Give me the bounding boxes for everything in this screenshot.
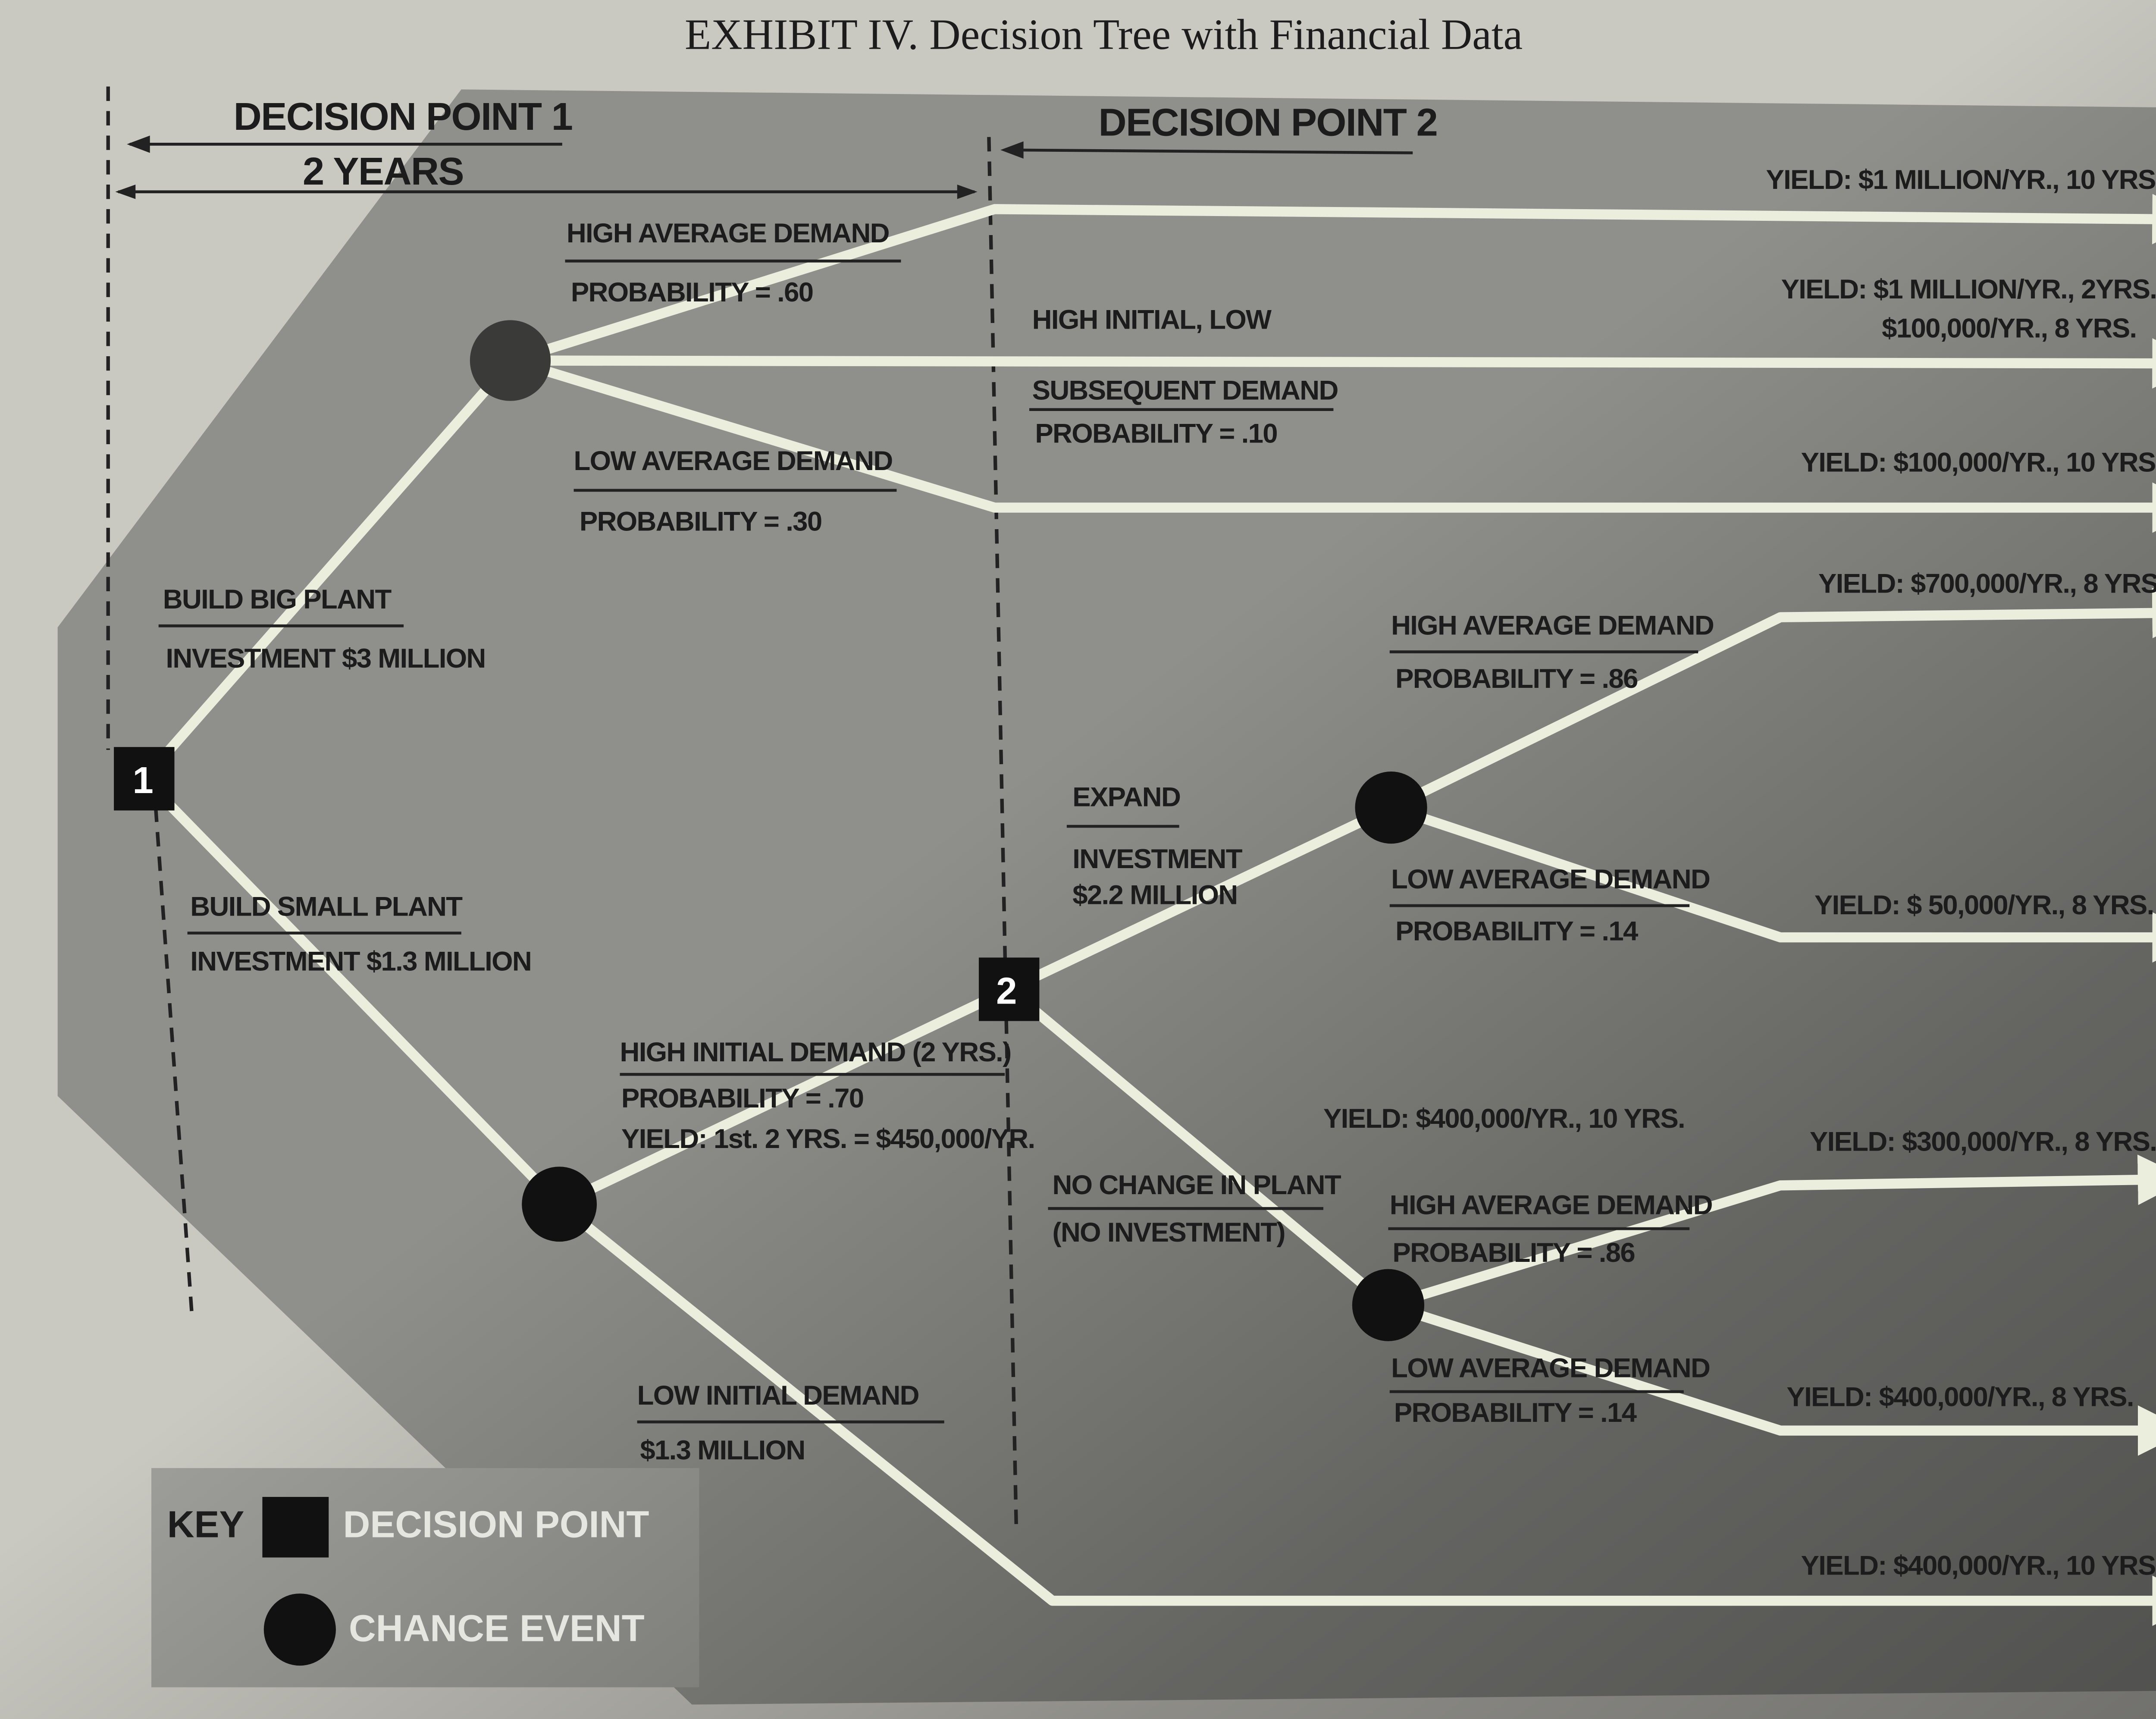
exhibit-title: EXHIBIT IV. Decision Tree with Financial…: [685, 11, 1523, 59]
key-title: KEY: [167, 1504, 244, 1546]
decision-point-2-label: DECISION POINT 2: [1098, 100, 1437, 144]
yield-low-initial: YIELD: $400,000/YR., 10 YRS.: [1801, 1550, 2156, 1581]
expand-high-prob: PROBABILITY = .86: [1395, 663, 1638, 694]
dp2-arrow: [1009, 148, 1413, 154]
decision-node-2: [978, 957, 1040, 1021]
chance-node-no-change: [1352, 1269, 1424, 1341]
left-arrow-icon: [1000, 141, 1024, 159]
big-low-demand-prob: PROBABILITY = .30: [580, 506, 822, 537]
high-initial-yield: YIELD: 1st. 2 YRS. = $450,000/YR.: [621, 1123, 1035, 1154]
yield-big-low: YIELD: $100,000/YR., 10 YRS.: [1801, 447, 2156, 477]
dp1-dashed-line-lower: [154, 807, 194, 1313]
yield-expand-high: YIELD: $700,000/YR., 8 YRS.: [1818, 568, 2156, 599]
yield-no-change-low: YIELD: $400,000/YR., 8 YRS.: [1786, 1381, 2133, 1412]
big-high-demand-label: HIGH AVERAGE DEMAND: [567, 218, 889, 248]
big-mixed-label-2: SUBSEQUENT DEMAND: [1032, 375, 1338, 405]
expand-investment-2: $2.2 MILLION: [1072, 880, 1237, 910]
expand-high-label: HIGH AVERAGE DEMAND: [1391, 610, 1714, 640]
no-change-high-label: HIGH AVERAGE DEMAND: [1390, 1190, 1712, 1220]
big-mixed-prob: PROBABILITY = .10: [1035, 418, 1277, 449]
big-low-demand-label: LOW AVERAGE DEMAND: [574, 445, 893, 476]
branch-lines: [140, 194, 2156, 1626]
chance-node-expand: [1355, 772, 1427, 844]
expand-low-label: LOW AVERAGE DEMAND: [1391, 864, 1710, 894]
expand-investment-1: INVESTMENT: [1072, 844, 1242, 874]
dp2-dashed-line: [987, 137, 1018, 1529]
big-mixed-label-1: HIGH INITIAL, LOW: [1032, 304, 1272, 335]
yield-big-mixed-1: YIELD: $1 MILLION/YR., 2YRS.: [1781, 274, 2156, 304]
decision-node-1: [114, 747, 175, 811]
yield-no-change-high: YIELD: $300,000/YR., 8 YRS.: [1810, 1126, 2156, 1157]
left-arrow-icon: [127, 135, 150, 153]
no-change-low-prob: PROBABILITY = .14: [1394, 1397, 1637, 1428]
decision-node-1-label: 1: [133, 759, 154, 801]
low-initial-value: $1.3 MILLION: [640, 1435, 805, 1465]
no-change-pre-yield: YIELD: $400,000/YR., 10 YRS.: [1323, 1103, 1685, 1134]
low-initial-demand-label: LOW INITIAL DEMAND: [637, 1380, 919, 1411]
no-change-investment: (NO INVESTMENT): [1052, 1217, 1285, 1248]
build-big-plant-label: BUILD BIG PLANT: [163, 584, 392, 615]
yield-big-mixed-2: $100,000/YR., 8 YRS.: [1882, 313, 2136, 343]
high-initial-prob: PROBABILITY = .70: [621, 1083, 864, 1114]
key-box: [151, 1468, 699, 1688]
yield-expand-low: YIELD: $ 50,000/YR., 8 YRS.: [1814, 890, 2154, 920]
two-years-label: 2 YEARS: [303, 150, 464, 193]
no-change-label: NO CHANGE IN PLANT: [1052, 1170, 1341, 1200]
build-small-plant-label: BUILD SMALL PLANT: [190, 891, 463, 922]
small-plant-investment: INVESTMENT $1.3 MILLION: [190, 946, 531, 976]
key-chance-event: CHANCE EVENT: [349, 1607, 645, 1649]
no-change-low-label: LOW AVERAGE DEMAND: [1391, 1352, 1710, 1383]
expand-low-prob: PROBABILITY = .14: [1395, 916, 1638, 946]
decision-node-2-label: 2: [996, 970, 1017, 1012]
decision-point-key-icon: [262, 1497, 329, 1558]
chance-node-small-plant: [522, 1167, 597, 1242]
yield-big-high: YIELD: $1 MILLION/YR., 10 YRS.: [1766, 164, 2156, 195]
decision-point-1-label: DECISION POINT 1: [234, 95, 573, 138]
chance-node-big-plant: [470, 320, 551, 401]
high-initial-demand-label: HIGH INITIAL DEMAND (2 YRS.): [620, 1037, 1011, 1067]
no-change-high-prob: PROBABILITY = .86: [1392, 1237, 1635, 1268]
key-decision-point: DECISION POINT: [343, 1504, 649, 1546]
big-plant-investment: INVESTMENT $3 MILLION: [166, 643, 485, 674]
expand-label: EXPAND: [1072, 781, 1180, 812]
big-high-demand-prob: PROBABILITY = .60: [571, 277, 813, 307]
chance-event-key-icon: [263, 1594, 336, 1666]
